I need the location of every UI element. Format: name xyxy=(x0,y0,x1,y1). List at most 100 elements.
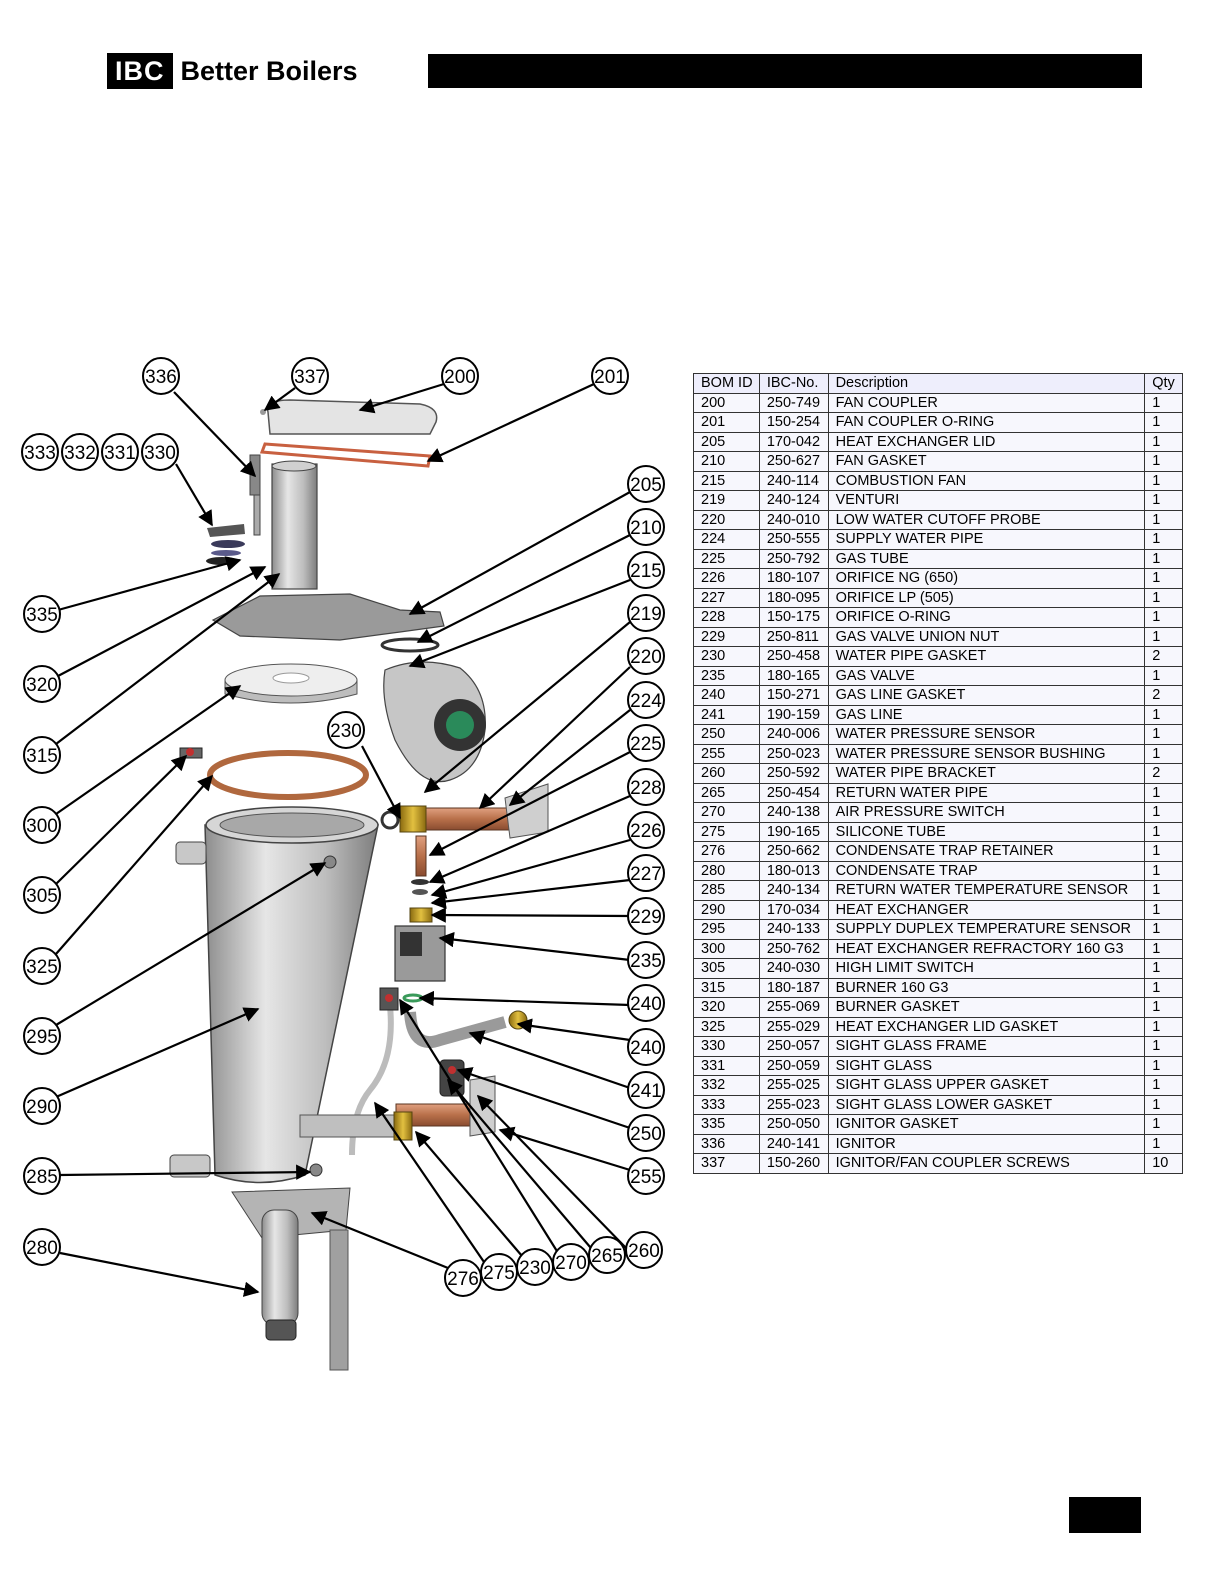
bom-qty: 10 xyxy=(1144,1153,1183,1174)
bom-qty: 1 xyxy=(1144,997,1183,1018)
bom-ibc-no: 250-454 xyxy=(758,782,829,803)
bom-id: 295 xyxy=(693,919,760,940)
callout-label: 280 xyxy=(26,1238,58,1259)
bom-qty: 1 xyxy=(1144,1016,1183,1037)
bom-description: GAS TUBE xyxy=(827,548,1146,569)
callout-label: 337 xyxy=(294,367,326,388)
bom-id: 235 xyxy=(693,665,760,686)
bom-ibc-no: 250-811 xyxy=(758,626,829,647)
bom-id: 305 xyxy=(693,958,760,979)
callout-224 xyxy=(627,681,665,719)
callout-219 xyxy=(627,594,665,632)
callout-label: 260 xyxy=(628,1241,660,1262)
bom-ibc-no: 240-138 xyxy=(758,802,829,823)
callout-label: 250 xyxy=(630,1124,662,1145)
callout-235 xyxy=(627,941,665,979)
condensate-trap xyxy=(231,1187,351,1371)
callout-label: 270 xyxy=(555,1253,587,1274)
bom-ibc-no: 250-662 xyxy=(758,841,829,862)
bom-description: RETURN WATER TEMPERATURE SENSOR xyxy=(827,880,1146,901)
callout-label: 205 xyxy=(630,475,662,496)
bom-ibc-no: 255-029 xyxy=(758,1016,829,1037)
water-pressure-sensor xyxy=(439,1059,465,1097)
bom-ibc-no: 190-159 xyxy=(758,704,829,725)
burner xyxy=(271,460,318,590)
bom-qty: 1 xyxy=(1144,782,1183,803)
bom-id: 276 xyxy=(693,841,760,862)
bom-description: ORIFICE O-RING xyxy=(827,607,1146,628)
bom-id: 224 xyxy=(693,529,760,550)
bom-description: WATER PRESSURE SENSOR BUSHING xyxy=(827,743,1146,764)
bom-qty: 1 xyxy=(1144,1133,1183,1154)
bom-id: 227 xyxy=(693,587,760,608)
bom-ibc-no: 240-124 xyxy=(758,490,829,511)
bom-qty: 1 xyxy=(1144,1114,1183,1135)
callout-label: 265 xyxy=(591,1246,623,1267)
bom-description: SUPPLY DUPLEX TEMPERATURE SENSOR xyxy=(827,919,1146,940)
fan-coupler xyxy=(260,399,438,435)
callout-332 xyxy=(61,433,99,471)
sight-glass-assembly xyxy=(206,524,245,565)
logo-text: Better Boilers xyxy=(180,55,358,86)
bom-qty: 1 xyxy=(1144,802,1183,823)
callout-315 xyxy=(23,736,61,774)
callout-label: 330 xyxy=(144,443,176,464)
callout-280 xyxy=(23,1228,61,1266)
fan-gasket xyxy=(380,637,440,653)
callout-label: 305 xyxy=(26,886,58,907)
bom-ibc-no: 250-792 xyxy=(758,548,829,569)
bom-qty: 1 xyxy=(1144,919,1183,940)
callout-226 xyxy=(627,811,665,849)
bom-ibc-no: 180-165 xyxy=(758,665,829,686)
supply-water-pipe xyxy=(380,783,549,839)
bom-ibc-no: 255-023 xyxy=(758,1094,829,1115)
callout-220 xyxy=(627,637,665,675)
callout-337 xyxy=(291,357,329,395)
bom-description: BURNER 160 G3 xyxy=(827,977,1146,998)
combustion-fan xyxy=(383,661,486,783)
bom-qty: 1 xyxy=(1144,860,1183,881)
callout-201 xyxy=(591,357,629,395)
bom-ibc-no: 250-555 xyxy=(758,529,829,550)
callout-label: 235 xyxy=(630,951,662,972)
callout-label: 300 xyxy=(26,816,58,837)
bom-id: 229 xyxy=(693,626,760,647)
fan-coupler-o-ring xyxy=(259,442,432,468)
bom-qty: 1 xyxy=(1144,451,1183,472)
bom-description: FAN GASKET xyxy=(827,451,1146,472)
bom-qty: 1 xyxy=(1144,607,1183,628)
callout-290 xyxy=(23,1087,61,1125)
callout-335 xyxy=(23,595,61,633)
orifice-parts xyxy=(409,879,433,923)
bom-description: HEAT EXCHANGER LID xyxy=(827,431,1146,452)
logo-mark: IBC xyxy=(107,53,173,89)
bom-description: WATER PIPE BRACKET xyxy=(827,763,1146,784)
bom-qty: 1 xyxy=(1144,412,1183,433)
bom-id: 230 xyxy=(693,646,760,667)
bom-qty: 1 xyxy=(1144,724,1183,745)
gas-line xyxy=(404,1010,528,1048)
bom-ibc-no: 250-627 xyxy=(758,451,829,472)
bom-description: SILICONE TUBE xyxy=(827,821,1146,842)
bom-description: LOW WATER CUTOFF PROBE xyxy=(827,509,1146,530)
callout-228 xyxy=(627,768,665,806)
callout-label: 255 xyxy=(630,1167,662,1188)
bom-description: HEAT EXCHANGER REFRACTORY 160 G3 xyxy=(827,938,1146,959)
bom-qty: 1 xyxy=(1144,490,1183,511)
bom-description: GAS LINE xyxy=(827,704,1146,725)
callout-labels: 336 337 200 201 333 332 331 330 205 210 … xyxy=(24,367,662,1290)
bom-description: IGNITOR xyxy=(827,1133,1146,1154)
exploded-parts-diagram: 336 337 200 201 333 332 331 330 205 210 … xyxy=(21,357,665,1371)
callout-label: 219 xyxy=(630,604,662,625)
bom-ibc-no: 150-260 xyxy=(758,1153,829,1174)
callout-225 xyxy=(627,724,665,762)
